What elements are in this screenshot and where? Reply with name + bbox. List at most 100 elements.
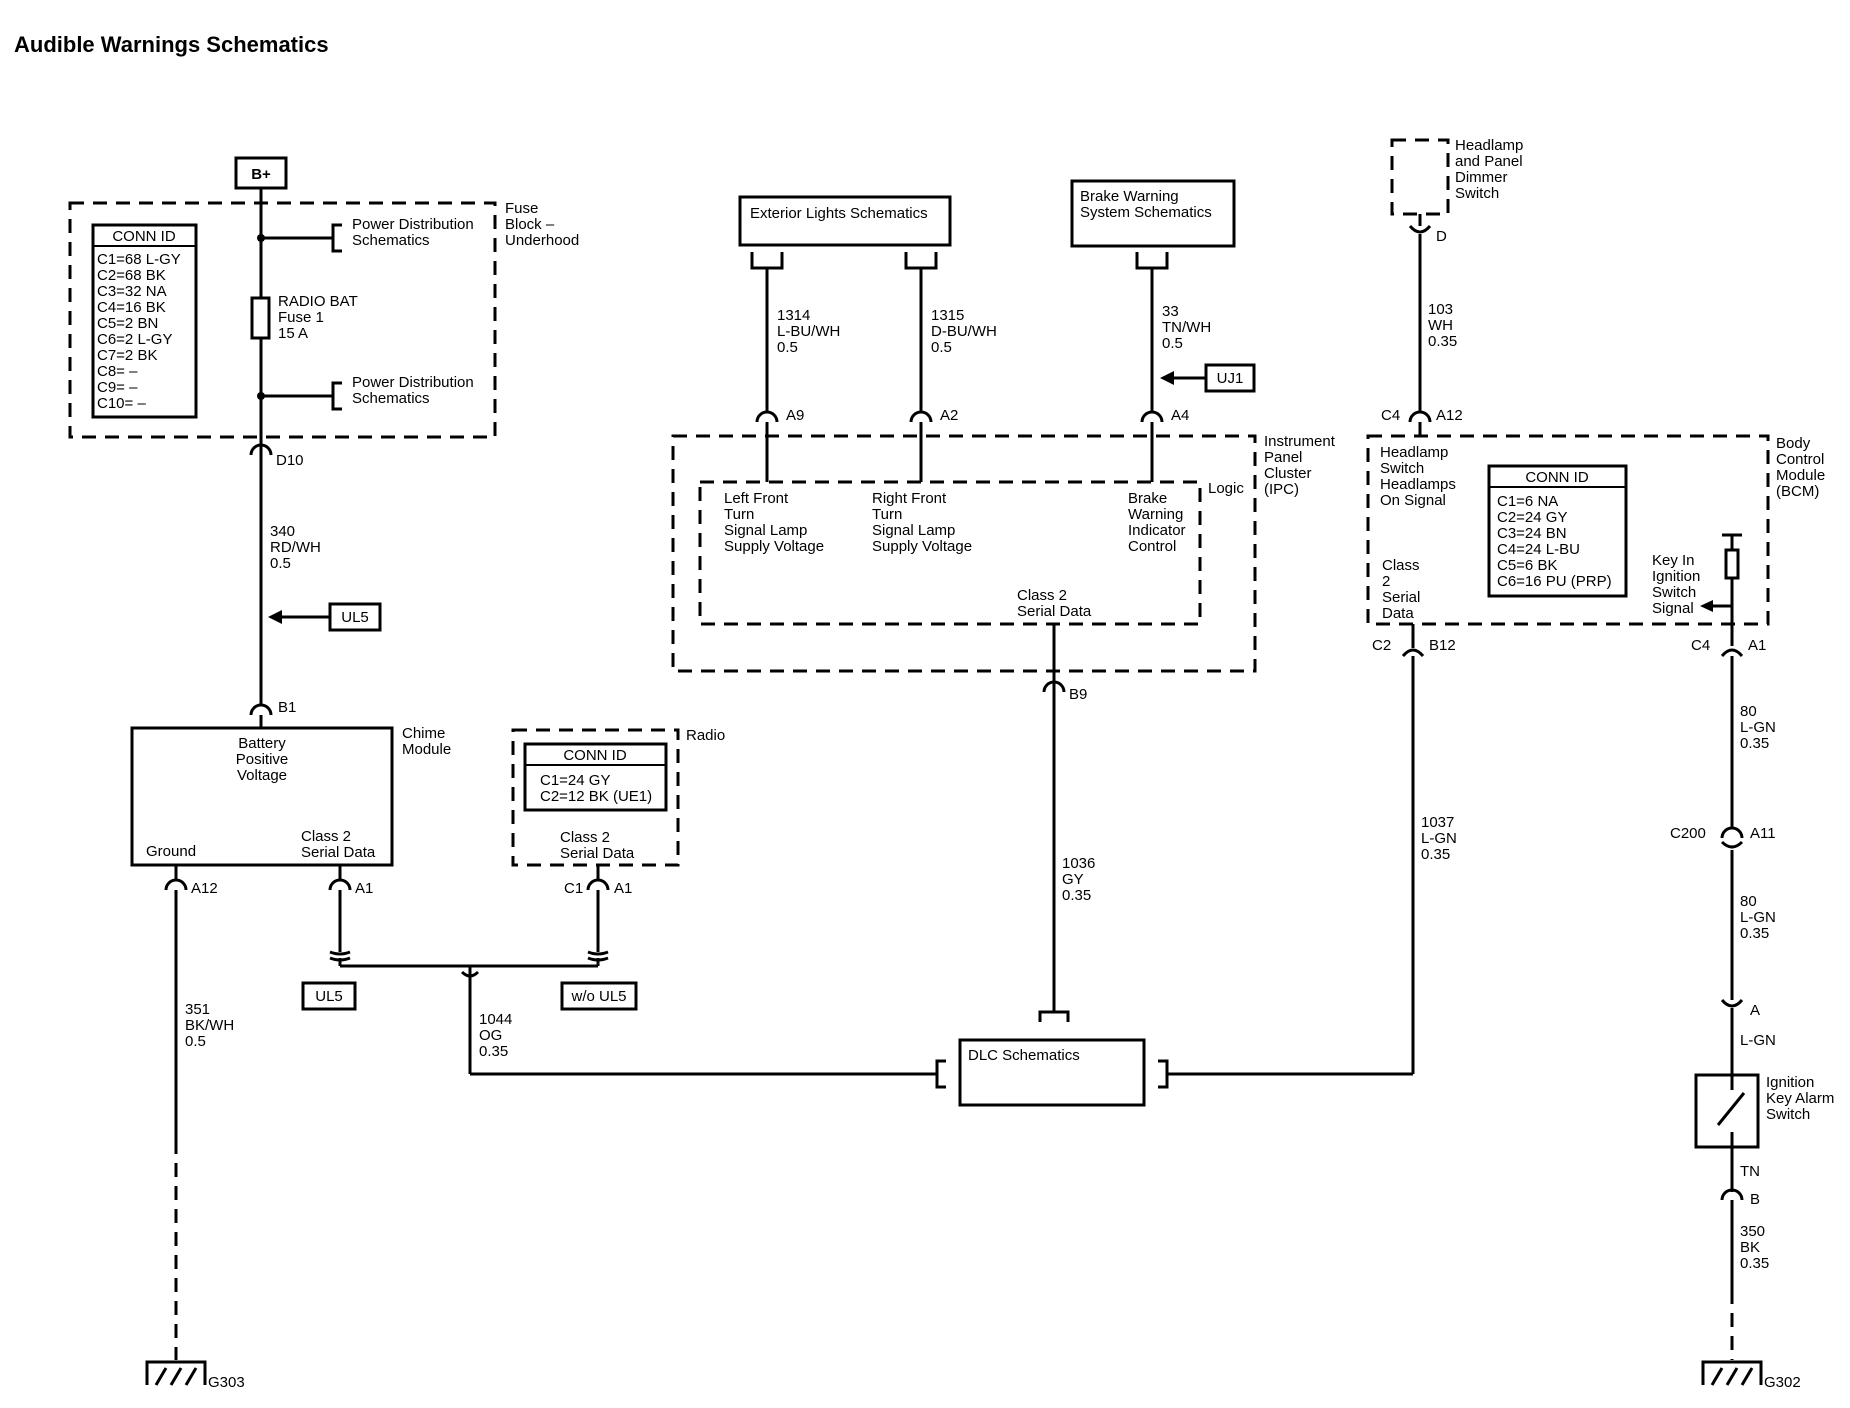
svg-text:0.35: 0.35 xyxy=(1740,925,1769,942)
wire-350-label: 350 BK 0.35 xyxy=(1740,1223,1769,1272)
svg-text:RADIO BAT: RADIO BAT xyxy=(278,293,358,310)
wire-tn-label: TN xyxy=(1740,1163,1760,1180)
conn-row: C1=68 L-GY xyxy=(97,251,181,268)
svg-text:0.35: 0.35 xyxy=(1062,887,1091,904)
connector-a9-icon xyxy=(755,410,779,423)
conn-row: C6=2 L-GY xyxy=(97,331,172,348)
bcm-headlamp-on-signal-label: Headlamp Switch Headlamps On Signal xyxy=(1380,444,1456,509)
conn-id-title: CONN ID xyxy=(112,228,176,245)
connector-b1-icon xyxy=(249,703,273,716)
svg-text:L-GN: L-GN xyxy=(1740,719,1776,736)
svg-text:Battery: Battery xyxy=(238,735,286,752)
svg-text:103: 103 xyxy=(1428,301,1453,318)
svg-text:BK/WH: BK/WH xyxy=(185,1017,234,1034)
svg-text:Cluster: Cluster xyxy=(1264,465,1312,482)
svg-text:Schematics: Schematics xyxy=(352,232,430,249)
bplus-source: B+ xyxy=(234,156,288,205)
connector-bcm-c4-top-label: C4 xyxy=(1381,407,1400,424)
svg-text:33: 33 xyxy=(1162,303,1179,320)
connector-bcm-a12-label: A12 xyxy=(1436,407,1463,424)
ipc-right-front-turn-label: Right Front Turn Signal Lamp Supply Volt… xyxy=(872,490,972,555)
svg-text:2: 2 xyxy=(1382,573,1390,590)
arrow-left-icon xyxy=(268,610,282,624)
conn-row: C6=16 PU (PRP) xyxy=(1497,573,1612,590)
svg-text:WH: WH xyxy=(1428,317,1453,334)
connector-bcm-a1-label: A1 xyxy=(1748,637,1766,654)
svg-text:15 A: 15 A xyxy=(278,325,308,342)
connector-a4-label: A4 xyxy=(1171,407,1189,424)
svg-text:0.5: 0.5 xyxy=(270,555,291,572)
connector-b12-icon xyxy=(1401,648,1425,658)
svg-text:Fuse: Fuse xyxy=(505,200,538,217)
radio-serial-data-label: Class 2 Serial Data xyxy=(560,829,635,862)
svg-text:350: 350 xyxy=(1740,1223,1765,1240)
svg-text:Signal Lamp: Signal Lamp xyxy=(724,522,807,539)
conn-id-title: CONN ID xyxy=(1525,469,1589,486)
arrow-left-icon xyxy=(1160,371,1174,385)
svg-text:Exterior Lights Schematics: Exterior Lights Schematics xyxy=(750,205,928,222)
svg-text:RD/WH: RD/WH xyxy=(270,539,321,556)
svg-text:(IPC): (IPC) xyxy=(1264,481,1299,498)
conn-row: C2=24 GY xyxy=(1497,509,1567,526)
resistor-icon xyxy=(1724,548,1740,580)
connector-radio-a1-icon xyxy=(586,878,610,891)
svg-text:Power Distribution: Power Distribution xyxy=(352,216,474,233)
svg-text:Ignition: Ignition xyxy=(1652,568,1700,585)
exterior-lights-schematics-link[interactable]: Exterior Lights Schematics xyxy=(738,195,952,247)
connector-d-label: D xyxy=(1436,228,1447,245)
svg-text:L-GN: L-GN xyxy=(1740,909,1776,926)
svg-text:0.5: 0.5 xyxy=(1162,335,1183,352)
brake-warning-system-schematics-link[interactable]: Brake Warning System Schematics xyxy=(1070,179,1236,248)
connector-b9-icon xyxy=(1042,680,1066,693)
svg-text:Turn: Turn xyxy=(724,506,754,523)
svg-text:Left Front: Left Front xyxy=(724,490,789,507)
wire-1044-label: 1044 OG 0.35 xyxy=(479,1011,512,1060)
connector-a2-icon xyxy=(909,410,933,423)
dlc-schematics-link[interactable]: DLC Schematics xyxy=(958,1038,1146,1107)
svg-text:Dimmer: Dimmer xyxy=(1455,169,1508,186)
wire-33-label: 33 TN/WH 0.5 xyxy=(1162,303,1211,352)
bcm-conn-id-table: CONN ID C1=6 NA C2=24 GY C3=24 BN C4=24 … xyxy=(1487,464,1628,598)
wire-1315-label: 1315 D-BU/WH 0.5 xyxy=(931,307,997,356)
ground-g303-icon xyxy=(145,1360,207,1386)
connector-c200-icon xyxy=(1720,826,1744,839)
svg-text:Supply Voltage: Supply Voltage xyxy=(872,538,972,555)
svg-text:w/o UL5: w/o UL5 xyxy=(570,988,626,1005)
svg-text:0.35: 0.35 xyxy=(1740,1255,1769,1272)
connector-radio-c1-label: C1 xyxy=(564,880,583,897)
svg-text:L-GN: L-GN xyxy=(1421,830,1457,847)
power-distribution-link-bottom[interactable]: Power Distribution Schematics xyxy=(352,374,474,407)
svg-text:Control: Control xyxy=(1128,538,1176,555)
connector-b12-label: B12 xyxy=(1429,637,1456,654)
conn-row: C1=6 NA xyxy=(1497,493,1558,510)
option-wo-ul5-badge: w/o UL5 xyxy=(560,981,638,1011)
wire-340-label: 340 RD/WH 0.5 xyxy=(270,523,321,572)
svg-text:Power Distribution: Power Distribution xyxy=(352,374,474,391)
power-distribution-link-top[interactable]: Power Distribution Schematics xyxy=(352,216,474,249)
svg-text:80: 80 xyxy=(1740,703,1757,720)
conn-row: C4=24 L-BU xyxy=(1497,541,1580,558)
ipc-serial-data-label: Class 2 Serial Data xyxy=(1017,587,1092,620)
fuse-label: RADIO BAT Fuse 1 15 A xyxy=(278,293,358,342)
wire-lgn-label: L-GN xyxy=(1740,1032,1776,1049)
svg-text:Positive: Positive xyxy=(236,751,289,768)
svg-text:Data: Data xyxy=(1382,605,1414,622)
ground-g302-label: G302 xyxy=(1764,1374,1801,1391)
svg-text:1036: 1036 xyxy=(1062,855,1095,872)
svg-text:Signal Lamp: Signal Lamp xyxy=(872,522,955,539)
option-ul5-badge: UL5 xyxy=(301,981,357,1011)
connector-bcm-a1-icon xyxy=(1720,648,1744,658)
wire-1036-label: 1036 GY 0.35 xyxy=(1062,855,1095,904)
instrument-panel-cluster: Instrument Panel Cluster (IPC) Logic Lef… xyxy=(671,433,1336,673)
svg-text:UL5: UL5 xyxy=(315,988,343,1005)
svg-text:Ignition: Ignition xyxy=(1766,1074,1814,1091)
svg-text:Switch: Switch xyxy=(1380,460,1424,477)
svg-text:OG: OG xyxy=(479,1027,502,1044)
svg-text:80: 80 xyxy=(1740,893,1757,910)
connector-a9-label: A9 xyxy=(786,407,804,424)
svg-text:Warning: Warning xyxy=(1128,506,1183,523)
connector-d10-label: D10 xyxy=(276,452,304,469)
connector-b-label: B xyxy=(1750,1191,1760,1208)
svg-text:UJ1: UJ1 xyxy=(1217,370,1244,387)
